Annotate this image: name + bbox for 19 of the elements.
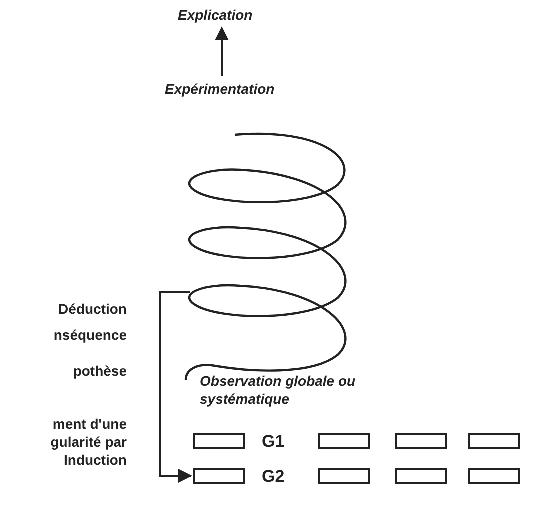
step-label: Expérimentation [165,80,275,98]
group-box [395,433,447,449]
group-label: G1 [262,433,285,451]
group-box [318,468,370,484]
group-label: G2 [262,468,285,486]
observation-note: Observation globale ou systématique [200,372,357,408]
arrow [159,291,192,483]
group-box [395,468,447,484]
step-label: pothèse [73,362,127,380]
group-box [193,433,245,449]
arrow [215,26,229,76]
step-label: Explication [178,6,253,24]
step-label: nséquence [54,326,127,344]
group-box [468,468,520,484]
step-label: Déduction [58,300,127,318]
group-box [318,433,370,449]
step-label: ment d'une gularité par Induction [50,415,127,469]
group-box [468,433,520,449]
group-box [193,468,245,484]
